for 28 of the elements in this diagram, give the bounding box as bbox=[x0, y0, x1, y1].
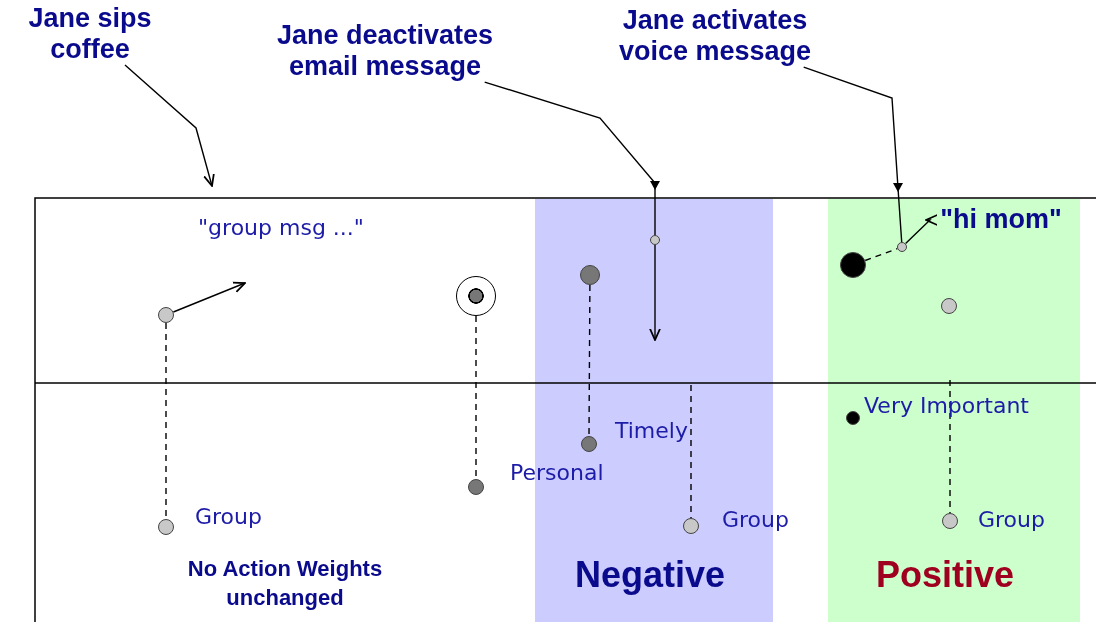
dot-label: Group bbox=[978, 507, 1045, 532]
dot bbox=[581, 436, 597, 452]
dot bbox=[840, 252, 866, 278]
dot bbox=[846, 411, 860, 425]
dot-label: Personal bbox=[510, 460, 604, 485]
dot-label: Timely bbox=[615, 418, 688, 443]
dot bbox=[941, 298, 957, 314]
dot bbox=[580, 265, 600, 285]
dot-label: Group bbox=[195, 504, 262, 529]
ringed-dot bbox=[456, 276, 496, 316]
dot bbox=[683, 518, 699, 534]
quote-text: "group msg ..." bbox=[198, 215, 364, 240]
band-title: Positive bbox=[876, 554, 1015, 596]
dot bbox=[942, 513, 958, 529]
caption-text: No Action Weights unchanged bbox=[186, 555, 384, 612]
band-title: Negative bbox=[575, 554, 726, 596]
annotation-text: Jane deactivates email message bbox=[240, 20, 530, 83]
quote-text: "hi mom" bbox=[926, 204, 1076, 236]
dot bbox=[468, 479, 484, 495]
dot-label: Group bbox=[722, 507, 789, 532]
dot bbox=[158, 519, 174, 535]
dot bbox=[650, 235, 660, 245]
annotation-text: Jane sips coffee bbox=[5, 3, 175, 66]
dot bbox=[897, 242, 907, 252]
annotation-text: Jane activates voice message bbox=[590, 5, 840, 68]
dot-label: Very Important bbox=[864, 393, 1029, 418]
dot bbox=[158, 307, 174, 323]
category-band bbox=[828, 199, 1080, 622]
